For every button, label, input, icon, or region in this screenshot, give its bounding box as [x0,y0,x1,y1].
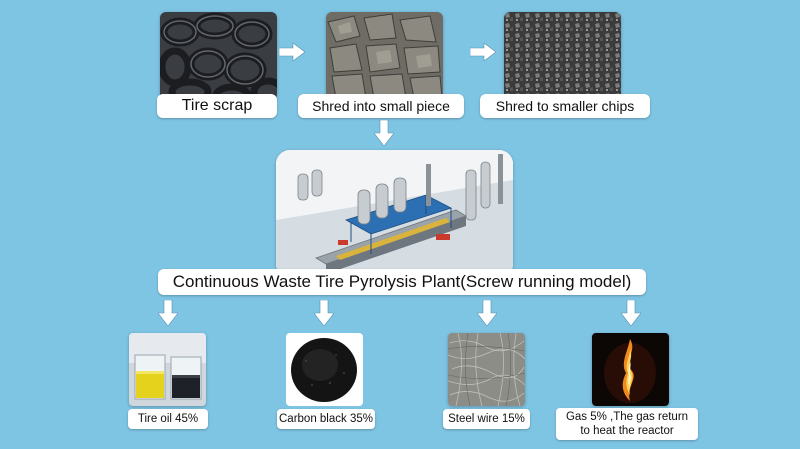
shred-small-piece-text: Shred into small piece [312,98,450,114]
tire-oil-image [129,333,206,406]
gas-text-line1: Gas 5% ,The gas return [565,411,689,423]
tire-scrap-label: Tire scrap [157,94,277,118]
down-arrow-carbon [314,300,334,326]
plant-text: Continuous Waste Tire Pyrolysis Plant(Sc… [172,272,632,291]
gas-label: Gas 5% ,The gas return to heat the react… [556,408,698,440]
down-arrow-gas [621,300,641,326]
carbon-black-label: Carbon black 35% [277,409,375,429]
tire-scrap-text: Tire scrap [181,97,253,114]
down-arrow-steel [477,300,497,326]
gas-text-line2: to heat the reactor [580,425,674,437]
gas-flame-image [592,333,669,406]
down-arrow-oil [158,300,178,326]
right-arrow-2 [470,43,496,61]
shred-smaller-chips-text: Shred to smaller chips [495,98,635,114]
steel-wire-text: Steel wire 15% [448,413,525,425]
shredded-pieces-image [326,12,443,100]
carbon-black-image [286,333,363,406]
shred-small-piece-label: Shred into small piece [298,94,464,118]
tire-scrap-image [160,12,277,100]
tire-oil-label: Tire oil 45% [128,409,208,429]
right-arrow-1 [279,43,305,61]
plant-label: Continuous Waste Tire Pyrolysis Plant(Sc… [158,269,646,295]
steel-wire-label: Steel wire 15% [443,409,530,429]
carbon-black-text: Carbon black 35% [279,413,373,425]
tire-oil-text: Tire oil 45% [137,413,199,425]
pyrolysis-plant-image [276,150,513,278]
rubber-chips-image [504,12,621,100]
down-arrow-to-plant [374,120,394,146]
steel-wire-image [448,333,525,406]
shred-smaller-chips-label: Shred to smaller chips [480,94,650,118]
